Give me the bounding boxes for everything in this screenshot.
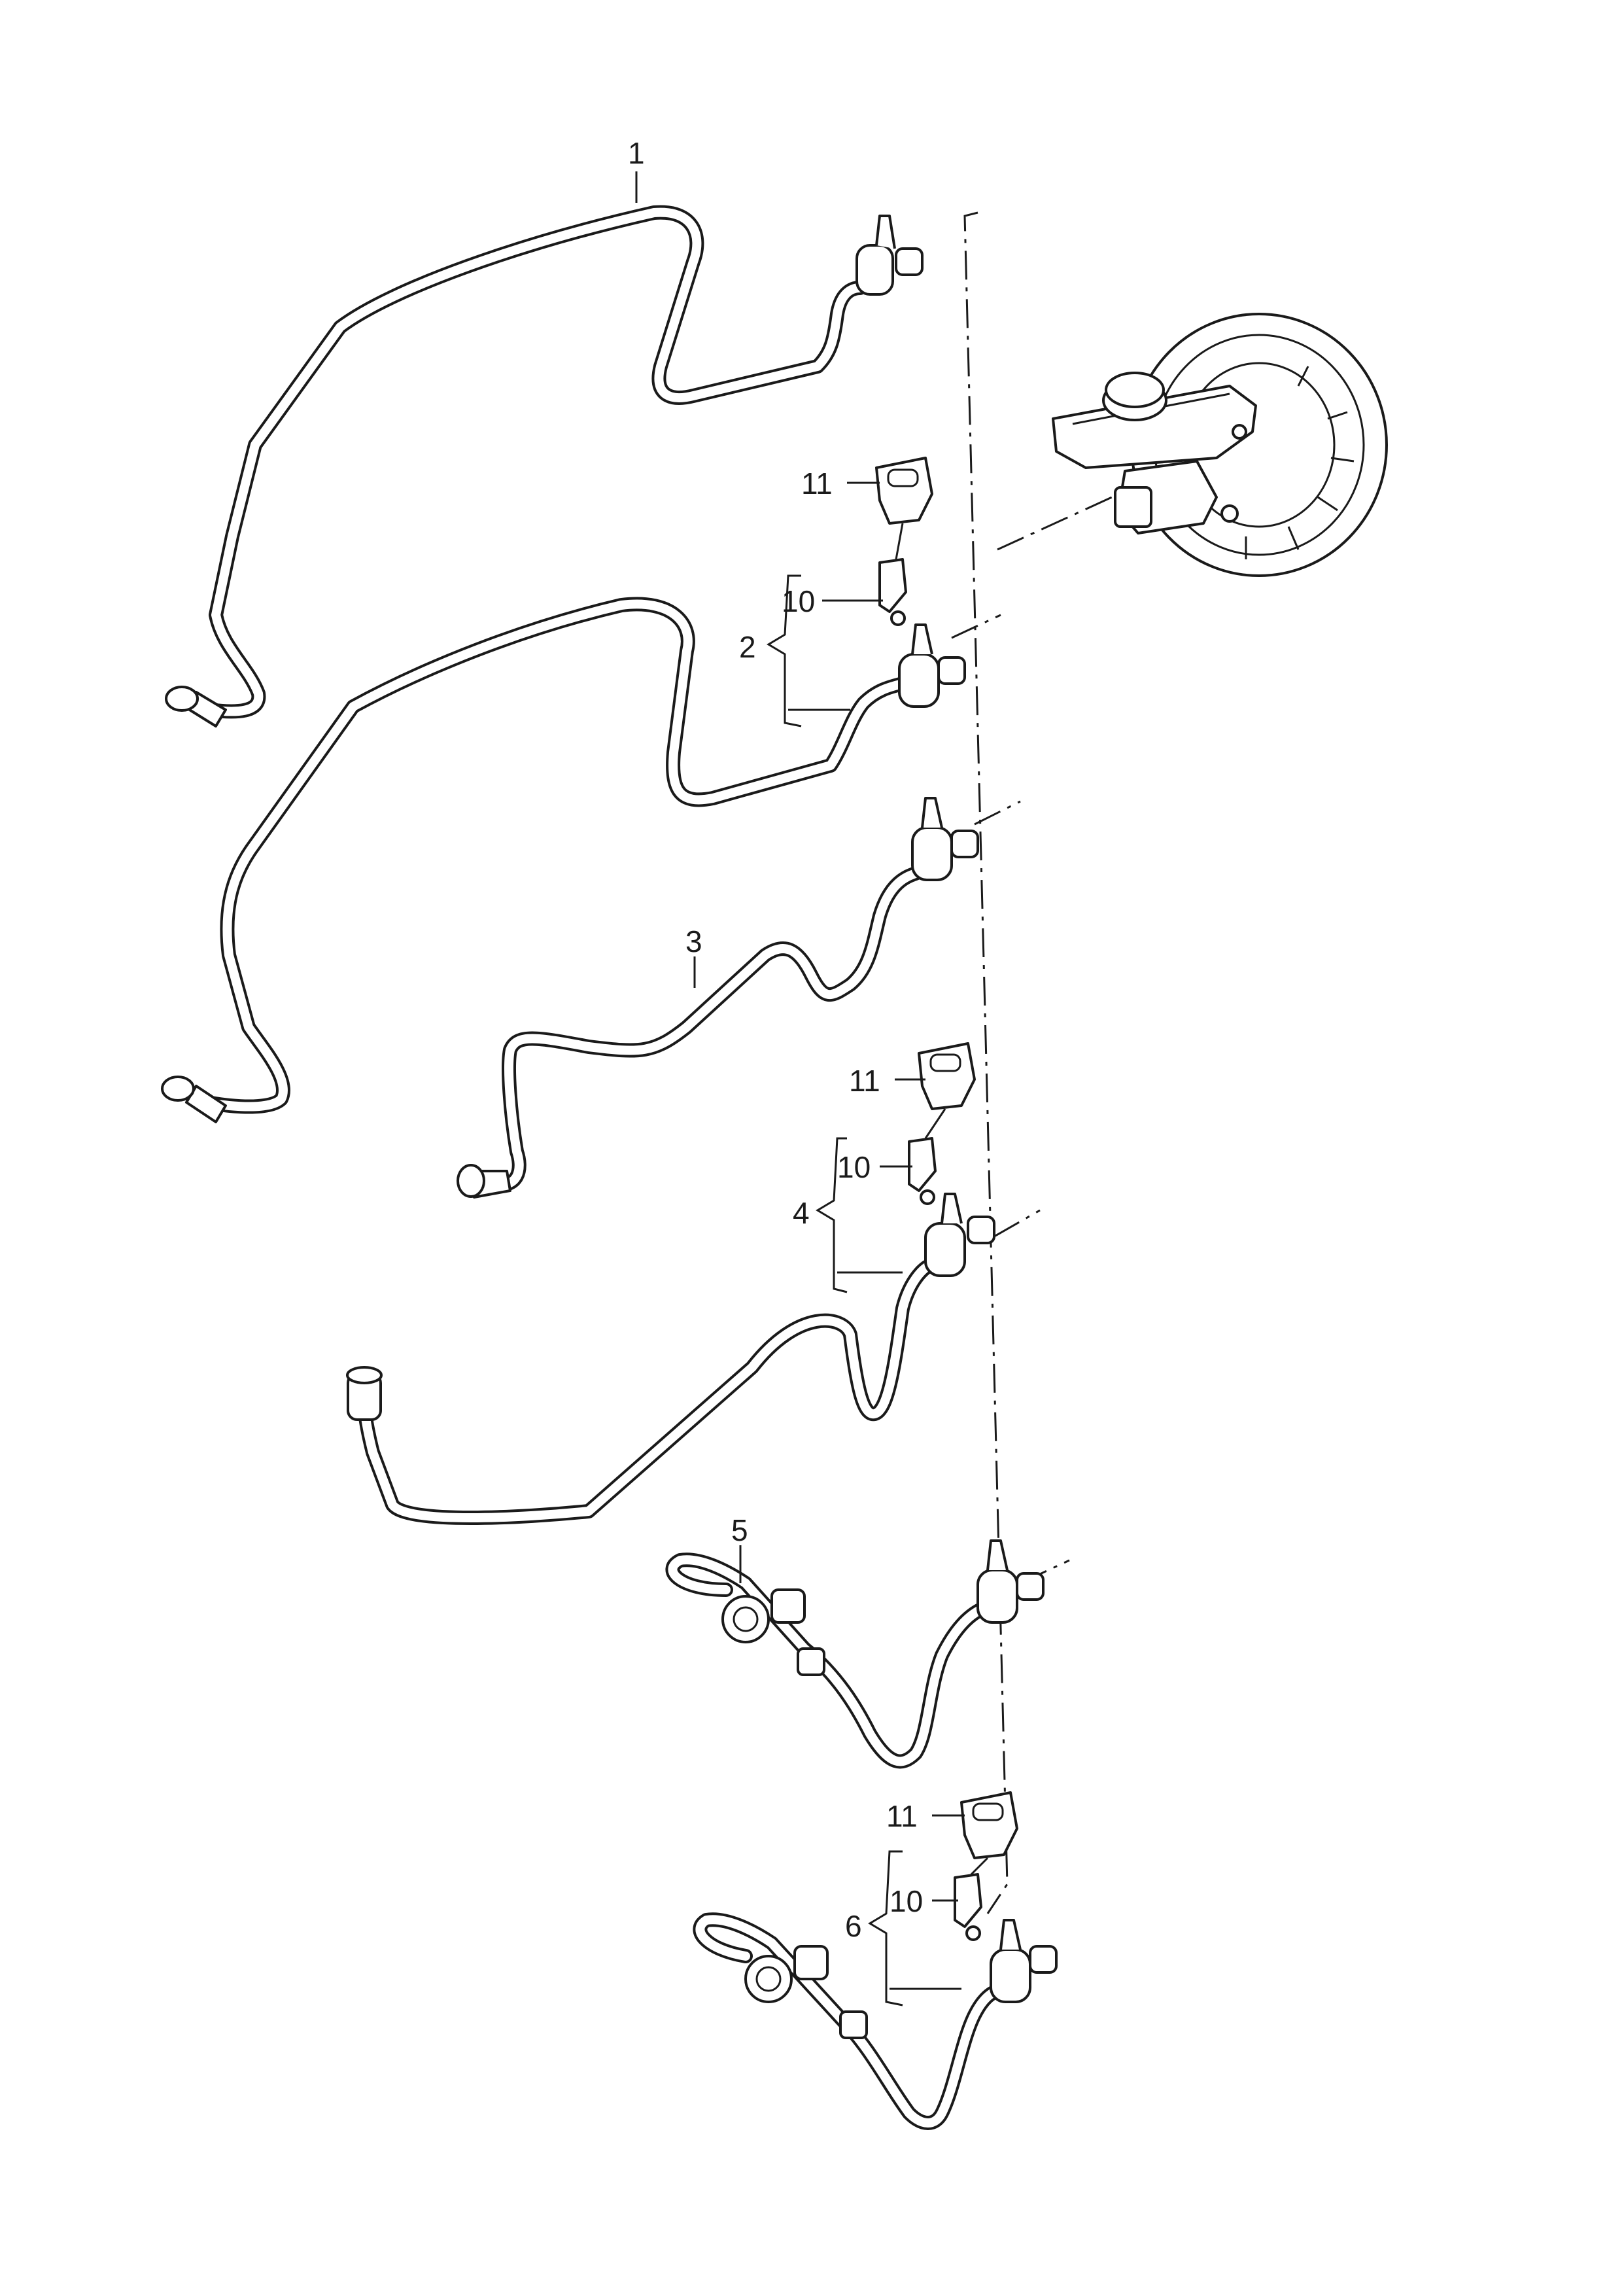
- booster-bolt: [1220, 504, 1239, 523]
- electrical-connector-11a: [875, 457, 933, 525]
- brake-line-2: [161, 597, 966, 1123]
- brake-pad-wear-sensor-10b: [908, 1137, 937, 1192]
- callout-5: 5: [731, 1513, 748, 1547]
- ref-line-booster: [997, 496, 1113, 551]
- hose-6-banjo-fitting: [990, 1948, 1031, 2003]
- hose-4-banjo-fitting: [924, 1222, 966, 1277]
- callout-10c: 10: [890, 1884, 923, 1918]
- electrical-connector-11b: [918, 1042, 976, 1110]
- callout-11b: 11: [849, 1064, 880, 1098]
- brake-pad-wear-sensor-10a: [878, 558, 907, 613]
- master-cylinder-port: [1114, 486, 1152, 528]
- callout-1: 1: [628, 136, 645, 170]
- callout-4: 4: [793, 1196, 810, 1230]
- hose-2-banjo-fitting: [898, 653, 940, 708]
- ref-line-hose-4: [993, 1209, 1041, 1238]
- hose-5-banjo-bolt: [721, 1595, 770, 1643]
- bracket-6: [868, 1850, 903, 2006]
- ref-line-hose-3: [974, 800, 1021, 826]
- hose-6-banjo-bolt: [744, 1955, 793, 2003]
- brake-line-4: [346, 1193, 995, 1525]
- ref-line-hose-2: [951, 614, 1001, 639]
- brake-line-1: [165, 205, 924, 727]
- bracket-2: [767, 574, 802, 727]
- hose-5-bleed-valve: [770, 1588, 806, 1624]
- booster-ribs: [1245, 366, 1355, 559]
- brake-line-6: [693, 1912, 1058, 2130]
- callout-3: 3: [685, 924, 702, 958]
- hose-1-banjo-fitting: [855, 244, 894, 296]
- callout-2: 2: [739, 630, 756, 664]
- bracket-4: [816, 1137, 848, 1293]
- electrical-connector-11c: [960, 1791, 1018, 1859]
- callout-6: 6: [845, 1909, 862, 1943]
- sensor-assembly-4: [908, 1042, 976, 1205]
- brake-pad-wear-sensor-10c: [954, 1873, 982, 1928]
- callout-11c: 11: [886, 1799, 918, 1833]
- hose-6-bleed-valve: [793, 1945, 829, 1980]
- assembly-reference-line: [963, 211, 1009, 1914]
- sensor-assembly-6: [954, 1791, 1018, 1941]
- callout-10a: 10: [782, 584, 815, 618]
- brake-fluid-reservoir: [1052, 385, 1257, 469]
- hose-5-banjo-fitting: [976, 1569, 1018, 1624]
- sensor-assembly-2: [875, 457, 933, 626]
- brake-line-3: [457, 797, 979, 1199]
- callout-11a: 11: [801, 466, 833, 500]
- brake-line-5: [665, 1539, 1045, 1769]
- hose-3-banjo-fitting: [911, 826, 953, 881]
- callout-10b: 10: [837, 1150, 871, 1184]
- brake-booster-assembly: [1052, 313, 1388, 577]
